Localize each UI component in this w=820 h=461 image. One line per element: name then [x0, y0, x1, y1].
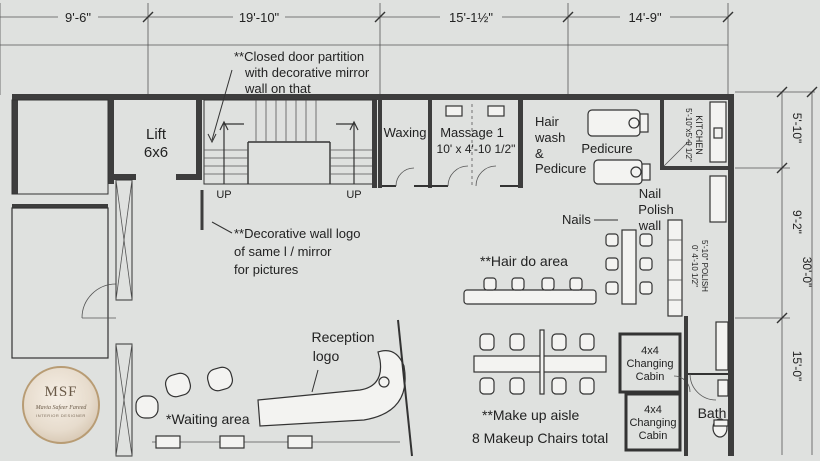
cabin1-label-1: Changing: [626, 358, 673, 370]
cabin2-label-1: Changing: [629, 417, 676, 429]
logo-subtitle: INTERIOR DESIGNER: [36, 413, 86, 418]
hairwash-label-4: Pedicure: [535, 161, 586, 176]
cabin2-size: 4x4: [644, 404, 662, 416]
bath: [684, 316, 729, 456]
makeup-label: **Make up aisle: [482, 407, 579, 423]
kitchen-label: KITCHEN: [694, 115, 704, 155]
makeup-chairs-label: 8 Makeup Chairs total: [472, 430, 608, 446]
bath-label: Bath: [698, 405, 727, 421]
reception-desk: [257, 319, 413, 457]
logo-name: Mavia Safeer Fareed: [35, 405, 87, 411]
polish-dim-2: 0' 4'-10 1/2": [690, 245, 699, 287]
nails-label: Nails: [562, 212, 591, 227]
hairdo-station: [463, 277, 597, 305]
partition-note-2: with decorative mirror: [244, 65, 370, 80]
logo-wall-note-2: of same l / mirror: [234, 244, 332, 259]
pedicure-label: Pedicure: [581, 141, 632, 156]
logo-monogram: MSF: [44, 384, 78, 400]
dim-right-1: 5'-10": [790, 113, 804, 144]
cabin2-label-2: Cabin: [639, 430, 668, 442]
designer-logo-badge: MSF Mavia Safeer Fareed INTERIOR DESIGNE…: [22, 366, 100, 444]
exterior-walls: [12, 94, 734, 456]
nail-polish-label-2: Polish: [638, 202, 673, 217]
massage-label: Massage 1: [440, 125, 504, 140]
nails-station: [605, 229, 653, 305]
logo-wall-note-1: **Decorative wall logo: [234, 226, 360, 241]
cabin1-label-2: Cabin: [636, 371, 665, 383]
top-dimension-line: [0, 3, 734, 95]
cabin1-size: 4x4: [641, 345, 659, 357]
stairs-up-right: UP: [346, 189, 361, 201]
right-dimension-line: [735, 86, 818, 455]
hairwash-label-2: wash: [534, 130, 565, 145]
dim-top-3: 15'-1½": [449, 10, 493, 25]
hairdo-label: **Hair do area: [480, 253, 568, 269]
lift-size: 6x6: [144, 144, 168, 161]
dim-right-3: 15'-0": [790, 351, 804, 382]
dim-top-4: 14'-9": [628, 10, 662, 25]
dim-right-2: 9'-2": [790, 210, 804, 234]
dim-right-total: 30'-0": [800, 257, 814, 288]
pedicure-chairs: [587, 109, 651, 185]
waxing-label: Waxing: [384, 125, 427, 140]
hairwash-label-1: Hair: [535, 114, 560, 129]
dim-top-2: 19'-10": [239, 10, 280, 25]
waiting-label: *Waiting area: [166, 411, 250, 427]
partition-note-1: **Closed door partition: [234, 49, 364, 64]
stairs-up-left: UP: [216, 189, 231, 201]
kitchen: [660, 100, 728, 170]
makeup-aisle: [473, 329, 607, 395]
treatment-rooms: [378, 100, 523, 188]
hairwash-label-3: &: [535, 146, 544, 161]
logo-wall-note-3: for pictures: [234, 262, 299, 277]
nail-polish-label-1: Nail: [639, 186, 662, 201]
dim-top-1: 9'-6": [65, 10, 91, 25]
partition-note-3: wall on that: [244, 81, 311, 96]
left-block: [11, 99, 133, 457]
reception-label: Reception: [311, 329, 374, 345]
polish-shelving: [667, 175, 729, 371]
reception-logo-label: logo: [313, 348, 340, 364]
lift-label: Lift: [146, 126, 167, 143]
kitchen-size: 5'-10"x5'-9 1/2": [684, 108, 693, 162]
massage-size: 10' x 4'-10 1/2": [437, 142, 516, 156]
staircase: [203, 99, 377, 188]
polish-dim-1: 5'-10" POLISH: [700, 240, 709, 292]
nail-polish-label-3: wall: [638, 218, 662, 233]
waiting-chairs: [135, 366, 234, 419]
